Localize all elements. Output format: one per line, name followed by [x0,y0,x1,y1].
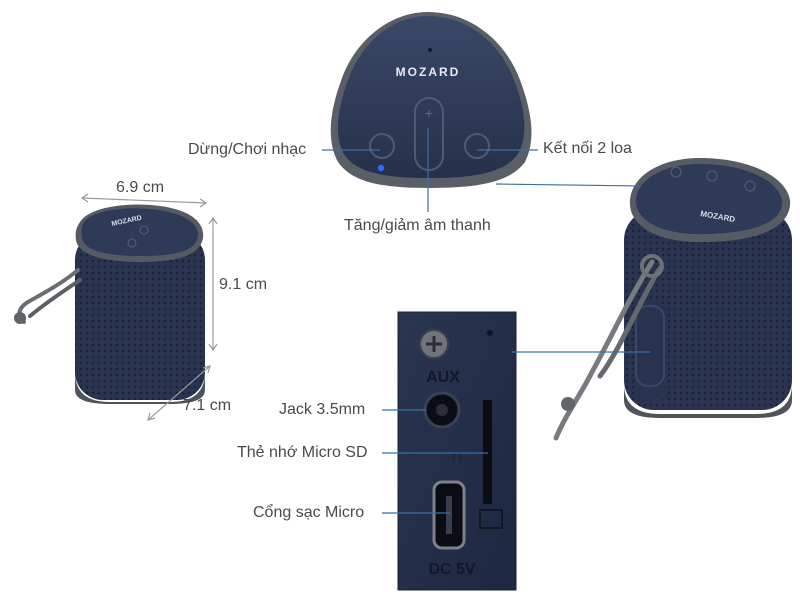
pair-button [464,133,490,159]
jack-callout: Jack 3.5mm [279,401,366,418]
right-view-btn-2 [706,170,718,182]
right-view-btn-3 [744,180,756,192]
jack-port-inner [436,404,448,416]
left-view-strap-knot [14,312,26,324]
micro-usb-tongue [446,496,452,534]
port-panel-edge [397,311,517,591]
microsd-slot [483,400,492,504]
left-view-body [75,232,205,400]
right-view-strap [553,259,655,441]
right-view-speaker: MOZARD [553,158,792,441]
right-view-btn-1 [670,166,682,178]
width-dimension-label: 6.9 cm [116,179,165,196]
port-panel-dot [487,330,493,336]
right-view-top-face [635,164,783,235]
left-view-top-face [81,208,199,256]
left-view-bottom-rim [75,372,205,404]
volume-callout: Tăng/giảm âm thanh [344,217,491,234]
top-view-brand: MOZARD [396,65,461,79]
left-view-speaker: MOZARD [14,204,205,404]
right-view-bottom-rim [624,384,792,418]
left-view-btn-1 [139,225,149,235]
depth-dim-line [147,365,211,421]
width-dim-arrow-r [199,198,208,208]
status-led [377,164,385,172]
charging-callout: Cổng sạc Micro [253,504,365,521]
height-dim-arrow-t [208,216,218,225]
volume-plus-icon: + [425,105,433,121]
dimension-lines [80,193,218,421]
aux-label: AUX [426,369,460,386]
play-pause-button [369,133,395,159]
left-view-strap-2 [28,278,82,318]
aux-screw-cross [426,336,442,352]
width-dim-arrow-l [80,193,89,203]
tf-label: TF [449,449,467,465]
volume-rocker [414,97,444,171]
play-pause-callout: Dừng/Chơi nhạc [188,141,307,158]
left-view-strap [17,268,80,324]
leader-lines [322,128,650,514]
leader-top-to-right [495,183,641,187]
microsd-callout: Thẻ nhớ Micro SD [237,444,368,461]
port-panel-clip [479,509,503,529]
top-view-face [337,16,525,178]
depth-dimension-label: 7.1 cm [183,397,232,414]
right-view-side-panel [634,298,668,402]
right-view-side-button [635,305,665,387]
right-view-strap-knot [561,397,575,411]
dc-label: DC 5V [428,561,475,578]
top-view-speaker: MOZARD + [330,12,532,188]
width-dim-line [81,197,207,204]
port-panel: AUX TF DC 5V [397,311,517,591]
right-view-strap-loop [640,254,664,278]
depth-dim-arrow-t [202,365,211,374]
depth-dim-arrow-b [147,412,156,421]
top-view-mic-dot [428,48,432,52]
height-dim-arrow-b [208,343,218,352]
left-view-btn-2 [127,238,137,248]
height-dimension-label: 9.1 cm [219,276,268,293]
pair-callout: Kết nối 2 loa [543,140,632,157]
right-view-strap-2 [597,265,663,379]
